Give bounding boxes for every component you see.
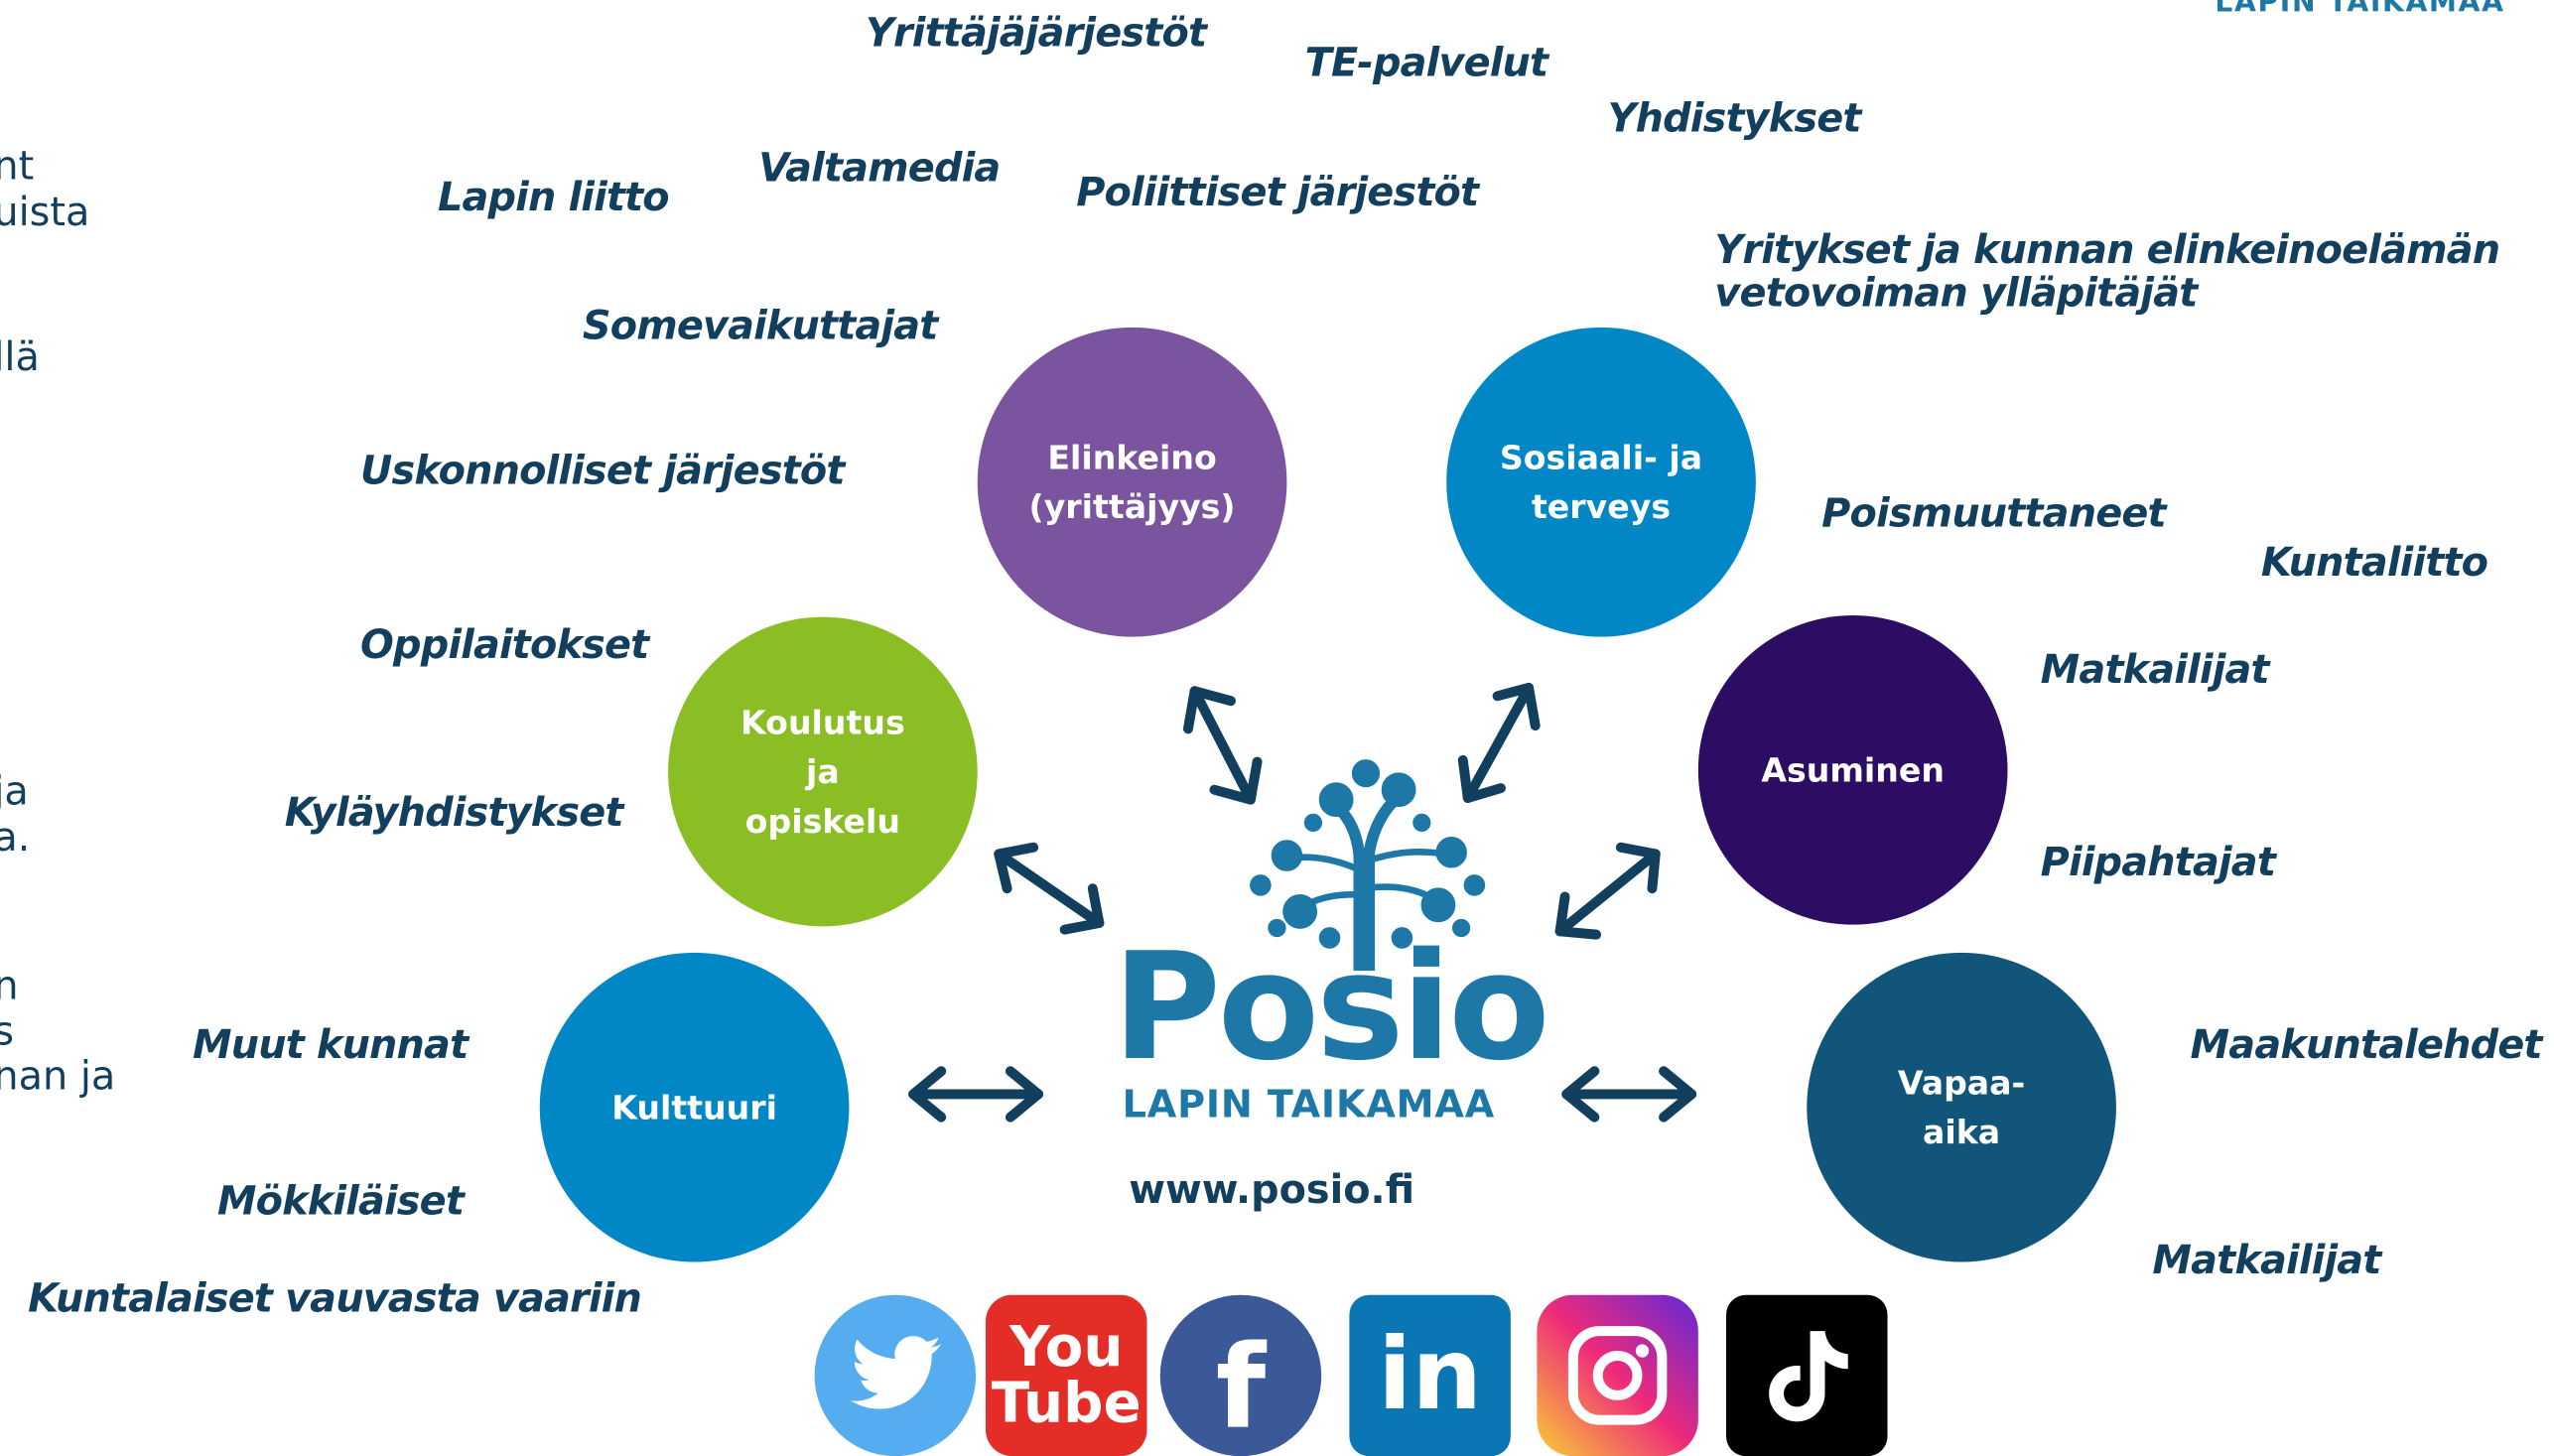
youtube-icon[interactable]: You Tube	[986, 1294, 1147, 1456]
stakeholder-label: Kyläyhdistykset	[284, 789, 624, 837]
facebook-icon[interactable]: f	[1159, 1294, 1322, 1456]
stakeholder-label: Poismuuttaneet	[1821, 490, 2166, 537]
stakeholder-label: Piipahtajat	[2040, 839, 2276, 885]
stakeholder-label: Kuntalaiset vauvasta vaariin	[28, 1274, 642, 1322]
hub-circle-koulutus: Koulutus ja opiskelu	[668, 616, 978, 927]
stakeholder-label: Yritykset ja kunnan elinkeinoelämän veto…	[1714, 226, 2500, 317]
hub-circle-kulttuuri: Kulttuuri	[539, 952, 850, 1262]
stakeholder-label: Lapin liitto	[437, 174, 670, 221]
tiktok-note-glyph	[1769, 1331, 1848, 1422]
left-text-fragment: n s nan ja	[0, 963, 116, 1100]
double-arrow	[908, 1066, 1044, 1123]
double-arrow	[1554, 842, 1661, 940]
hub-label: Sosiaali- ja terveys	[1499, 437, 1703, 527]
tree-logo-icon	[1250, 759, 1486, 972]
twitter-bird-glyph	[851, 1336, 942, 1409]
tiktok-icon[interactable]	[1726, 1294, 1888, 1456]
stakeholder-label: Muut kunnat	[192, 1021, 469, 1068]
stakeholder-label: Uskonnolliset järjestöt	[360, 447, 845, 494]
stakeholder-label: Mökkiläiset	[216, 1177, 465, 1225]
stakeholder-label: Maakuntalehdet	[2190, 1021, 2543, 1068]
hub-label: Kulttuuri	[611, 1087, 777, 1127]
website-link[interactable]: www.posio.fi	[1129, 1166, 1415, 1213]
linkedin-icon[interactable]: in	[1349, 1294, 1511, 1456]
brand-logo-text: Posio	[1112, 921, 1550, 1095]
left-text-fragment: nt uista	[0, 143, 90, 235]
stakeholder-label: Matkailijat	[2152, 1237, 2381, 1284]
linkedin-glyph: in	[1378, 1317, 1483, 1433]
stakeholder-label: Valtamedia	[758, 144, 1001, 192]
stakeholder-label: Yhdistykset	[1607, 95, 1862, 142]
double-arrow	[994, 842, 1105, 935]
hub-circle-asuminen: Asuminen	[1697, 615, 2008, 925]
stakeholder-label: Kuntaliitto	[2260, 539, 2488, 587]
double-arrow	[1561, 1066, 1697, 1123]
hub-circle-vapaa-aika: Vapaa- aika	[1807, 952, 2116, 1262]
stakeholder-label: Somevaikuttajat	[582, 303, 938, 349]
stakeholder-label: Oppilaitokset	[360, 621, 649, 669]
left-text-fragment: llä	[0, 333, 40, 380]
hub-circle-sosiaali: Sosiaali- ja terveys	[1446, 327, 1756, 637]
stakeholder-label: Yrittäjäjärjestöt	[866, 9, 1207, 57]
hub-circle-elinkeino: Elinkeino (yrittäjyys)	[977, 327, 1287, 637]
stakeholder-label: TE-palvelut	[1304, 39, 1548, 86]
twitter-icon[interactable]	[814, 1294, 977, 1456]
hub-label: Vapaa- aika	[1897, 1062, 2026, 1152]
hub-label: Asuminen	[1761, 749, 1945, 790]
corner-logo-text: LAPIN TAIKAMAA	[2215, 0, 2505, 20]
youtube-text-top: You	[1009, 1314, 1124, 1381]
hub-label: Elinkeino (yrittäjyys)	[1028, 437, 1236, 527]
instagram-icon[interactable]	[1537, 1294, 1698, 1456]
hub-label: Koulutus ja opiskelu	[740, 702, 905, 842]
instagram-camera-glyph	[1567, 1326, 1668, 1425]
stakeholder-label: Poliittiset järjestöt	[1076, 169, 1479, 216]
facebook-glyph: f	[1215, 1319, 1267, 1455]
left-text-fragment: ja a.	[0, 768, 31, 860]
stakeholder-label: Matkailijat	[2040, 646, 2270, 693]
youtube-text-bottom: Tube	[991, 1370, 1142, 1437]
brand-tagline: LAPIN TAIKAMAA	[1122, 1084, 1496, 1127]
